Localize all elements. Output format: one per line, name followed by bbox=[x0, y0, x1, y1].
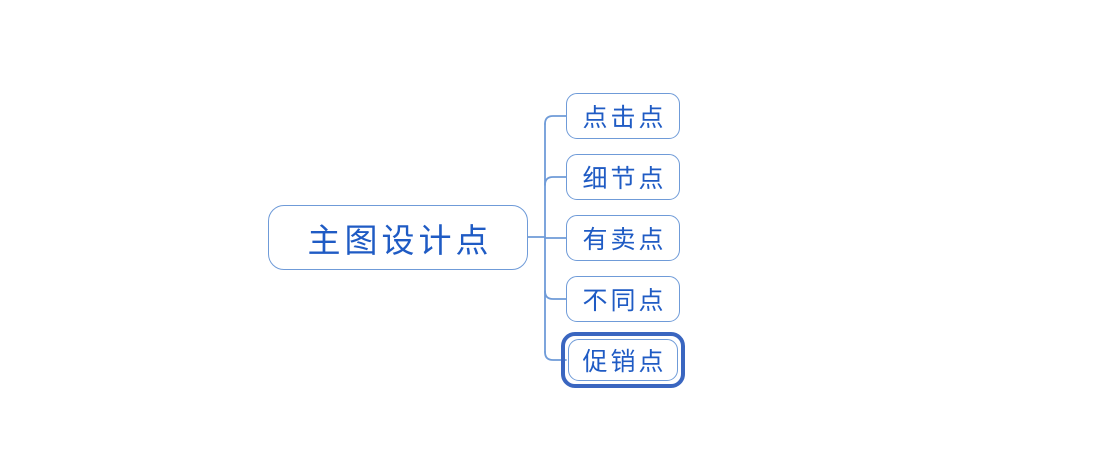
child-node-3[interactable]: 有卖点 bbox=[566, 215, 680, 261]
connector-branch-1 bbox=[544, 115, 567, 125]
child-node-label: 不同点 bbox=[582, 286, 667, 315]
child-node-1[interactable]: 点击点 bbox=[566, 93, 680, 139]
child-node-label: 点击点 bbox=[582, 103, 667, 132]
connector-branch-4 bbox=[544, 290, 567, 300]
child-node-label: 有卖点 bbox=[582, 225, 667, 254]
child-node-label: 细节点 bbox=[582, 164, 667, 193]
root-node[interactable]: 主图设计点 bbox=[268, 205, 528, 270]
selection-ring bbox=[561, 332, 685, 388]
child-node-2[interactable]: 细节点 bbox=[566, 154, 680, 200]
child-node-label: 促销点 bbox=[582, 347, 667, 376]
child-node-5-selected[interactable]: 促销点 bbox=[568, 339, 678, 381]
root-node-label: 主图设计点 bbox=[307, 220, 493, 260]
child-node-4[interactable]: 不同点 bbox=[566, 276, 680, 322]
connector-branch-2 bbox=[544, 176, 567, 186]
